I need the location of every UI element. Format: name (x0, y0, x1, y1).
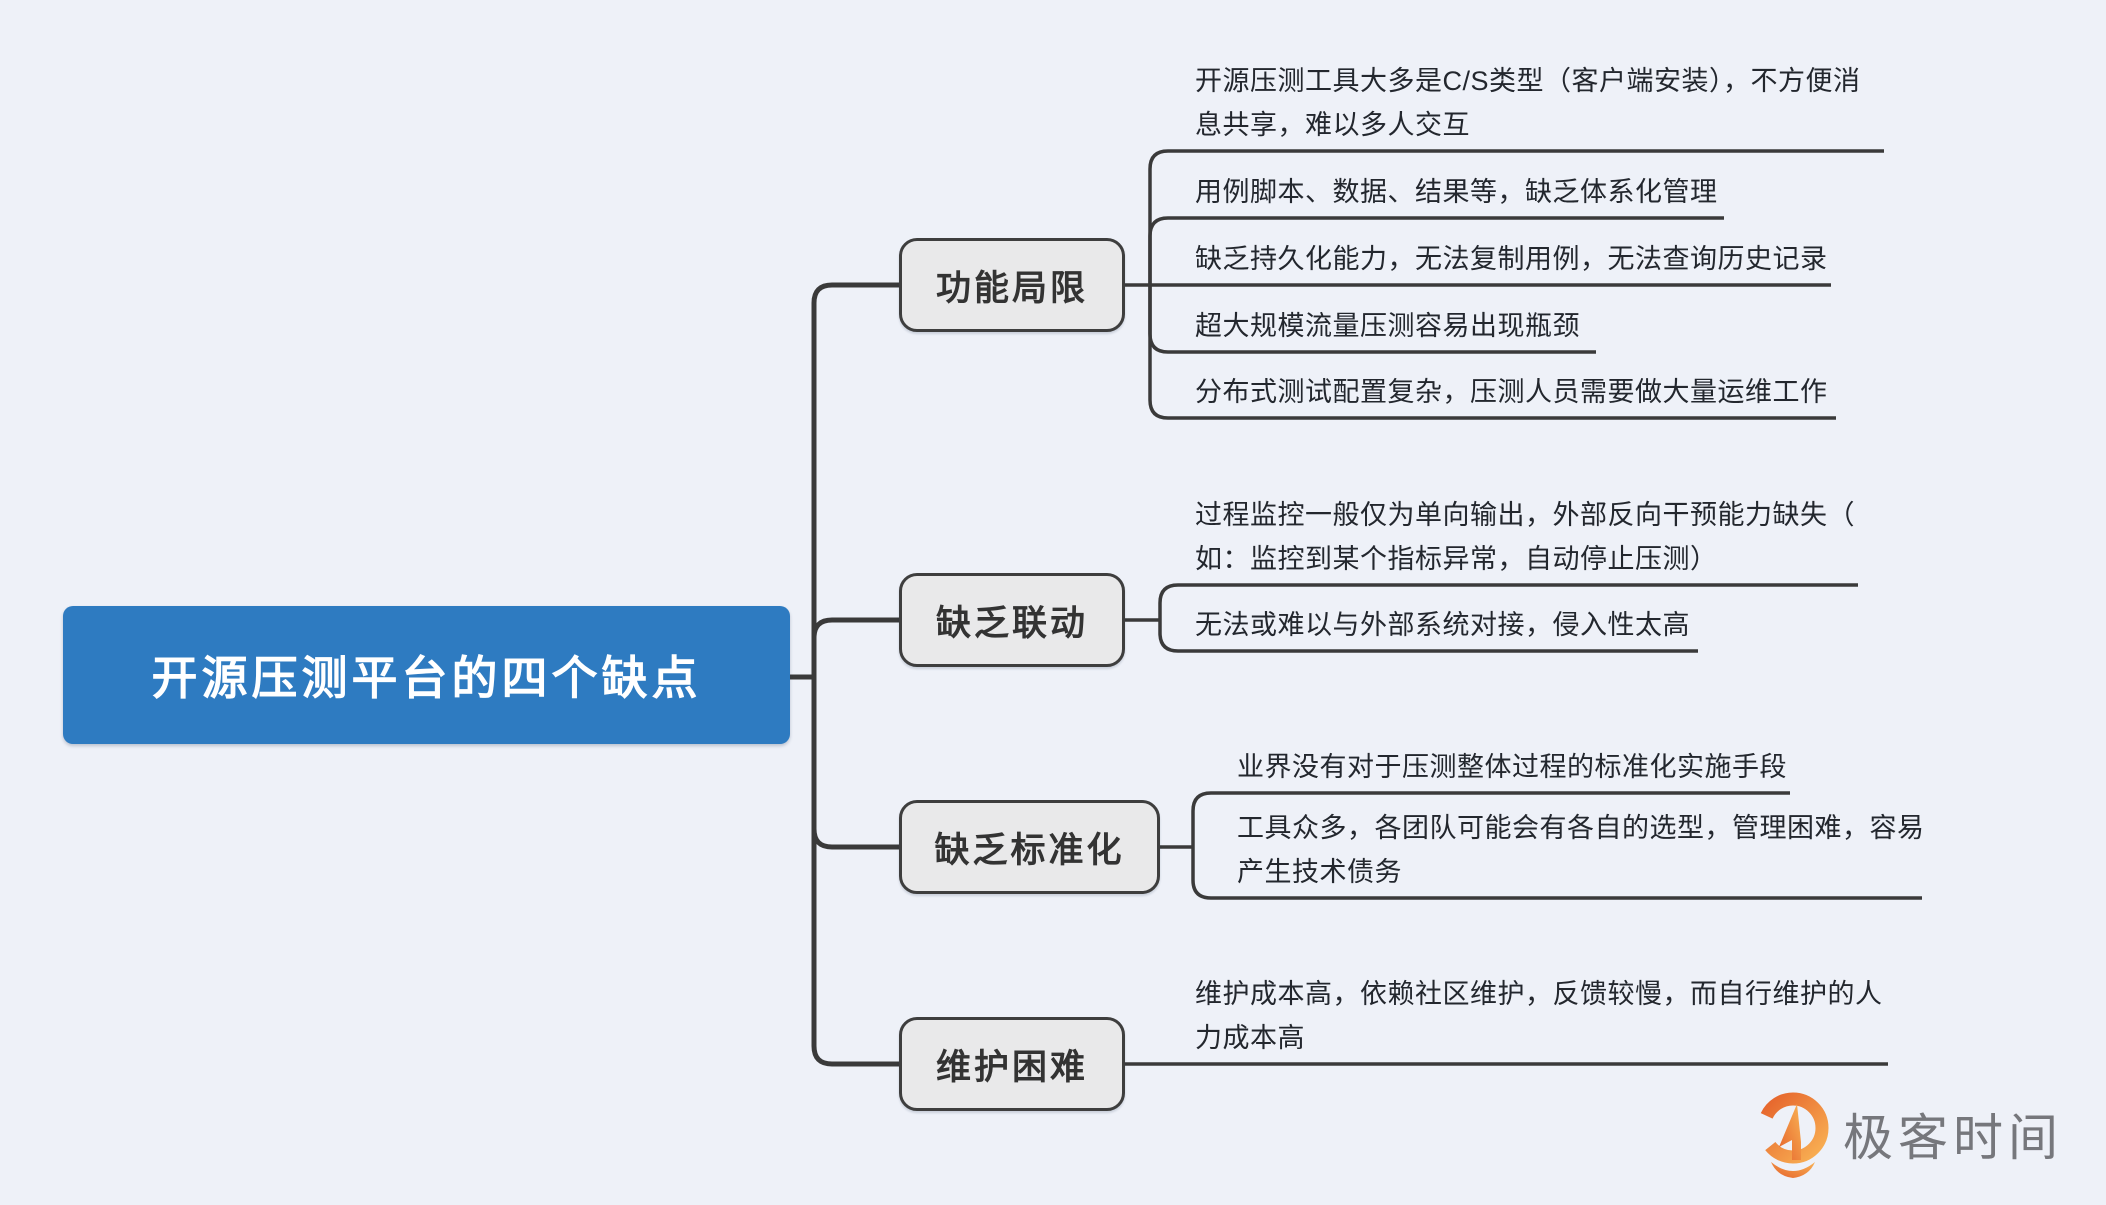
branch-node-function-limits[interactable]: 功能局限 (899, 238, 1125, 332)
leaf-topic[interactable]: 缺乏持久化能力，无法复制用例，无法查询历史记录 (1195, 244, 1828, 274)
leaf-topic[interactable]: 过程监控一般仅为单向输出，外部反向干预能力缺失（ 如：监控到某个指标异常，自动停… (1195, 500, 1855, 574)
leaf-topic[interactable]: 超大规模流量压测容易出现瓶颈 (1195, 311, 1580, 341)
connector-branch-4 (811, 677, 899, 1067)
connector-branch-1 (811, 282, 899, 677)
connector-branch-3 (811, 677, 899, 850)
connector-b3-leaf-1 (1191, 791, 1790, 847)
connector-b2-leaf-1 (1158, 583, 1858, 620)
branch-node-lack-of-standardization[interactable]: 缺乏标准化 (899, 800, 1160, 894)
connector-b3-leaf-2 (1191, 847, 1922, 900)
connector-b1-leaf-1 (1148, 149, 1884, 285)
leaf-topic[interactable]: 用例脚本、数据、结果等，缺乏体系化管理 (1195, 177, 1718, 207)
branch-node-maintenance-difficulty[interactable]: 维护困难 (899, 1017, 1125, 1111)
geektime-logo-text: 极客时间 (1843, 1110, 2063, 1166)
leaf-topic[interactable]: 维护成本高，依赖社区维护，反馈较慢，而自行维护的人 力成本高 (1195, 979, 1883, 1053)
leaf-topic[interactable]: 无法或难以与外部系统对接，侵入性太高 (1195, 610, 1690, 640)
connector-branch-2 (811, 617, 899, 677)
root-node[interactable]: 开源压测平台的四个缺点 (63, 606, 790, 744)
leaf-topic[interactable]: 业界没有对于压测整体过程的标准化实施手段 (1237, 752, 1787, 782)
connector-b1-leaf-5 (1148, 285, 1836, 420)
branch-node-lack-of-linkage[interactable]: 缺乏联动 (899, 573, 1125, 667)
leaf-topic[interactable]: 开源压测工具大多是C/S类型（客户端安装），不方便消 息共享，难以多人交互 (1195, 66, 1861, 140)
geektime-logo: 极客时间 (1753, 1088, 2103, 1188)
leaf-topic[interactable]: 分布式测试配置复杂，压测人员需要做大量运维工作 (1195, 377, 1828, 407)
geektime-pin-icon (1757, 1092, 1829, 1178)
connector-b1-leaf-2 (1148, 216, 1724, 285)
connector-b2-leaf-2 (1158, 620, 1698, 653)
leaf-topic[interactable]: 工具众多，各团队可能会有各自的选型，管理困难，容易 产生技术债务 (1237, 813, 1925, 887)
